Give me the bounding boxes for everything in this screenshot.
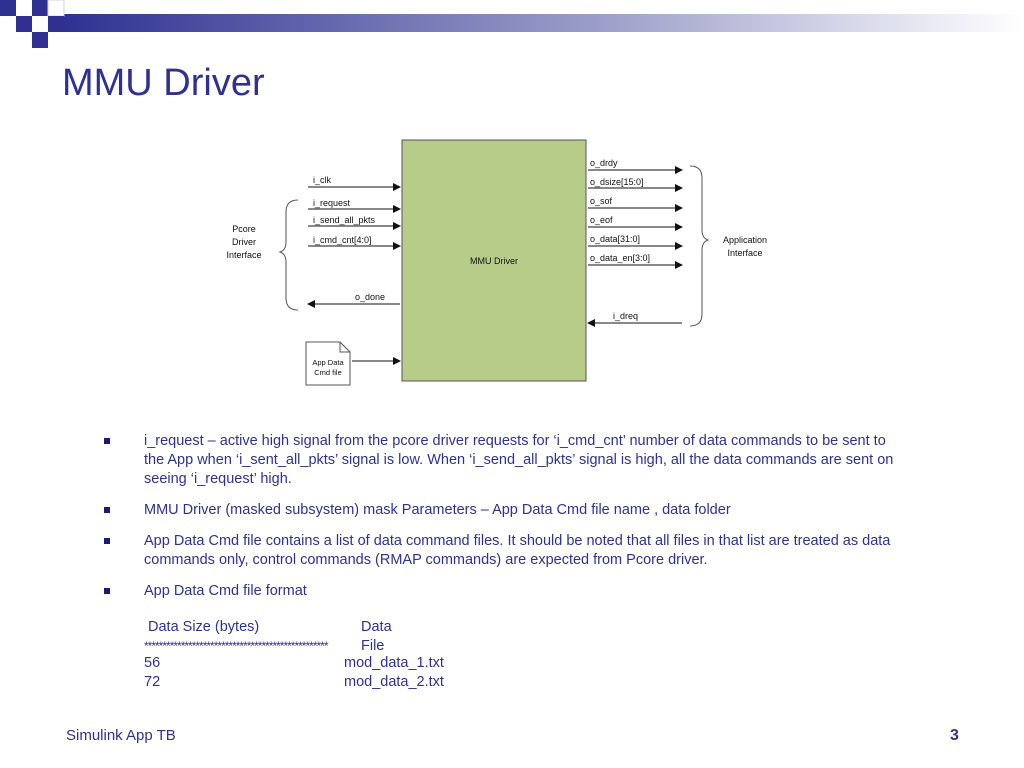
slide-title: MMU Driver (62, 62, 265, 104)
bullet-text: MMU Driver (masked subsystem) mask Param… (144, 502, 731, 518)
right-brace (689, 165, 710, 327)
bullet-square-icon (104, 438, 110, 444)
header-decoration (0, 0, 1024, 48)
signal-i-request: i_request (313, 198, 351, 208)
header-data-file: Data File (361, 619, 392, 654)
signal-o-sof: o_sof (590, 196, 613, 206)
cell-size: 56 (144, 655, 161, 671)
signal-o-data-en: o_data_en[3:0] (590, 253, 650, 263)
footer-text: Simulink App TB (66, 727, 176, 744)
bullet-text: App Data Cmd file format (144, 583, 307, 599)
file-label-line2: Cmd file (314, 368, 342, 377)
table-row: 72 mod_data_2.txt (144, 673, 444, 692)
app-label-line2: Interface (727, 248, 762, 258)
output-signals: o_drdy o_dsize[15:0] o_sof o_eof o_data[… (587, 158, 683, 327)
block-label: MMU Driver (470, 256, 518, 266)
bullet-square-icon (104, 507, 110, 513)
pcore-label-line3: Interface (226, 250, 261, 260)
format-separator: ****************************************… (144, 639, 328, 653)
bullet-item: App Data Cmd file contains a list of dat… (104, 532, 904, 570)
table-row: 56 mod_data_1.txt (144, 654, 444, 673)
input-signals: i_clk i_request i_send_all_pkts i_cmd_cn… (307, 175, 401, 308)
signal-o-eof: o_eof (590, 215, 613, 225)
bullet-list: i_request – active high signal from the … (104, 432, 904, 613)
pcore-label-line2: Driver (232, 237, 256, 247)
signal-o-dsize: o_dsize[15:0] (590, 177, 644, 187)
file-icon (305, 341, 351, 386)
left-brace (278, 199, 299, 311)
file-label-line1: App Data (312, 358, 344, 367)
cell-file: mod_data_2.txt (344, 674, 444, 690)
cell-size: 72 (144, 674, 161, 690)
pcore-label-line1: Pcore (232, 224, 256, 234)
app-label-line1: Application (723, 235, 767, 245)
cell-file: mod_data_1.txt (344, 655, 444, 671)
bullet-item: App Data Cmd file format (104, 582, 904, 601)
mmu-driver-diagram: MMU Driver i_clk i_request i_send_all_pk… (226, 139, 767, 386)
bullet-text: App Data Cmd file contains a list of dat… (144, 533, 891, 568)
signal-i-dreq: i_dreq (613, 311, 638, 321)
bullet-square-icon (104, 538, 110, 544)
signal-i-cmd-cnt: i_cmd_cnt[4:0] (313, 235, 372, 245)
signal-o-data: o_data[31:0] (590, 234, 640, 244)
bullet-item: i_request – active high signal from the … (104, 432, 904, 489)
signal-i-send-all-pkts: i_send_all_pkts (313, 215, 376, 225)
bullet-text: i_request – active high signal from the … (144, 433, 894, 487)
signal-i-clk: i_clk (313, 175, 332, 185)
format-header-row: Data Size (bytes) Data File (144, 618, 392, 654)
bullet-square-icon (104, 588, 110, 594)
bullet-item: MMU Driver (masked subsystem) mask Param… (104, 501, 904, 520)
signal-o-drdy: o_drdy (590, 158, 618, 168)
header-data-size: Data Size (bytes) (148, 619, 260, 635)
mmu-driver-block (401, 139, 587, 382)
page-number: 3 (950, 727, 959, 744)
format-table: Data Size (bytes) Data File ************… (144, 618, 444, 692)
signal-o-done: o_done (355, 292, 385, 302)
